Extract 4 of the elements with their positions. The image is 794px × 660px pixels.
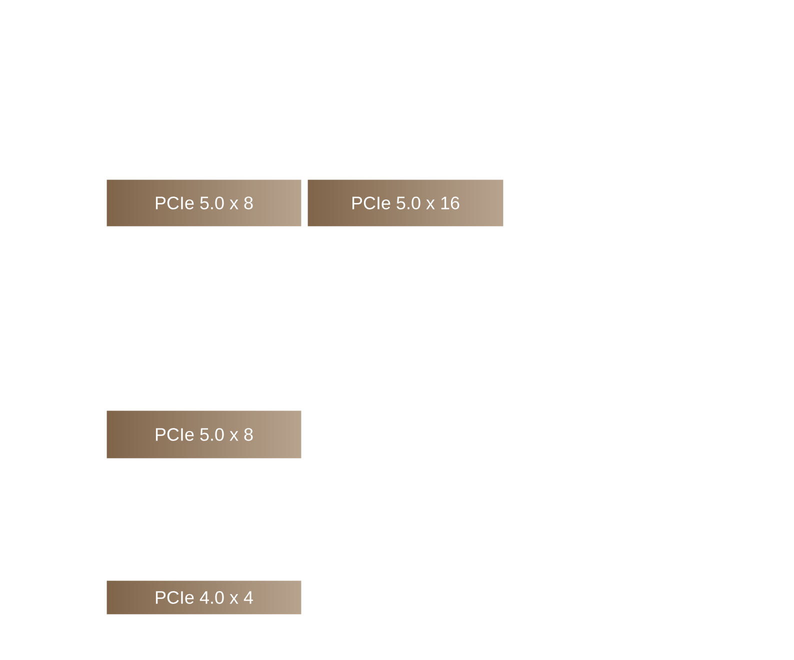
slot-box: PCIe 4.0 x 4 (105, 579, 303, 616)
slot-box: PCIe 5.0 x 8 (105, 178, 303, 228)
slot-box: PCIe 5.0 x 8 (105, 409, 303, 460)
slot-box: PCIe 5.0 x 16 (306, 178, 505, 228)
